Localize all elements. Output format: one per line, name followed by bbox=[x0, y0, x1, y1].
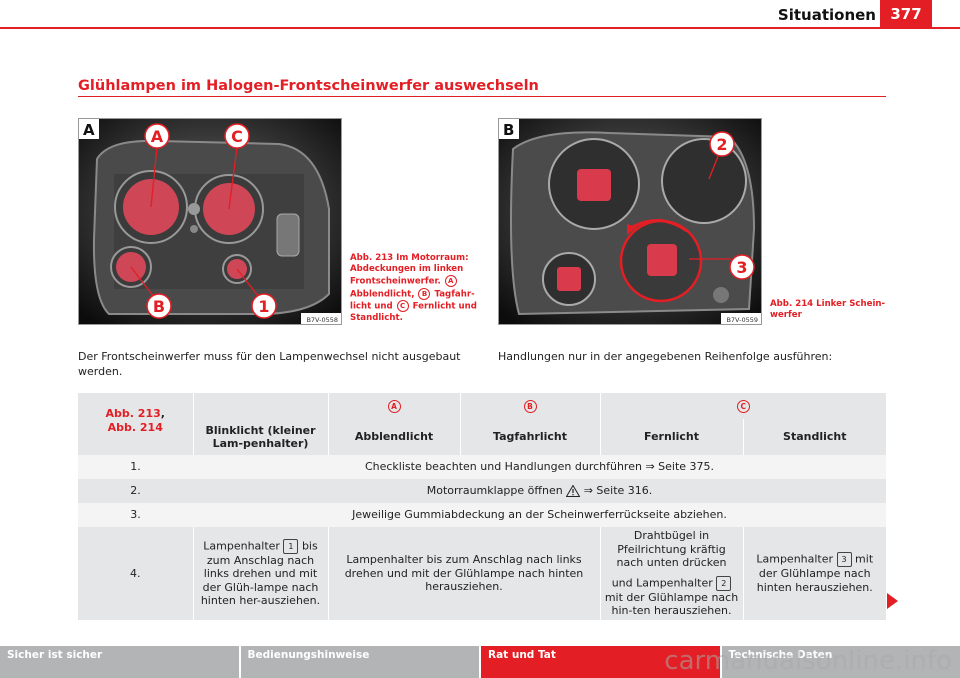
footer-nav: Sicher ist sicher Bedienungshinweise Rat… bbox=[0, 646, 960, 678]
circle-c-icon: C bbox=[736, 399, 750, 413]
step-standlicht: Lampenhalter 3 mit der Glühlampe nach hi… bbox=[742, 527, 886, 620]
circle-c-icon: C bbox=[396, 300, 409, 312]
label-3: 3 bbox=[736, 258, 747, 277]
step-abblend-tagfahr: Lampenhalter bis zum Anschlag nach links… bbox=[327, 527, 600, 620]
step-number: 3. bbox=[130, 508, 141, 522]
step-text: Jeweilige Gummiabdeckung an der Scheinwe… bbox=[352, 508, 727, 522]
figure-a-letter: A bbox=[83, 121, 95, 139]
figure-reference-cell: Abb. 213, Abb. 214 bbox=[78, 393, 193, 455]
label-2: 2 bbox=[716, 135, 727, 154]
step-fernlicht: Drahtbügel in Pfeilrichtung kräftig nach… bbox=[599, 527, 743, 620]
figure-a-caption: Abb. 213 Im Motorraum: Abdeckungen im li… bbox=[350, 253, 477, 323]
footer-tab-sicher[interactable]: Sicher ist sicher bbox=[0, 646, 239, 678]
steps-table: Abb. 213, Abb. 214 A B C Blinklicht (kle… bbox=[78, 393, 886, 620]
figure-b-left-headlight: B 2 3 B7V-0559 bbox=[498, 118, 762, 325]
figure-a-code: B7V-0558 bbox=[306, 316, 338, 324]
header-rule bbox=[0, 27, 960, 29]
figure-b-code: B7V-0559 bbox=[726, 316, 758, 324]
table-row: 2. Motorraumklappe öffnen ⇒ Seite 316. bbox=[78, 479, 886, 503]
number-3-icon: 3 bbox=[836, 552, 852, 568]
label-1: 1 bbox=[258, 297, 269, 316]
circle-b-icon: B bbox=[523, 399, 537, 413]
col-header-blinklicht: Blinklicht (kleiner Lam-penhalter) bbox=[192, 419, 328, 455]
col-header-tagfahrlicht: Tagfahrlicht bbox=[459, 419, 600, 455]
footer-tab-rat-und-tat[interactable]: Rat und Tat bbox=[479, 646, 720, 678]
section-title: Glühlampen im Halogen-Frontscheinwerfer … bbox=[78, 78, 539, 94]
label-b: B bbox=[153, 297, 165, 316]
label-c: C bbox=[231, 127, 243, 146]
circle-a-icon: A bbox=[444, 275, 457, 287]
figure-b-caption: Abb. 214 Linker Schein- werfer bbox=[770, 299, 886, 320]
reference-abb-213: Abb. 213 bbox=[105, 407, 161, 420]
page-number: 377 bbox=[880, 0, 932, 28]
chapter-title: Situationen bbox=[777, 6, 876, 24]
intro-text-left: Der Frontscheinwerfer muss für den Lampe… bbox=[78, 350, 461, 378]
intro-text-right: Handlungen nur in der angegebenen Reihen… bbox=[498, 350, 833, 363]
reference-abb-214: Abb. 214 bbox=[107, 420, 163, 434]
col-header-fernlicht: Fernlicht bbox=[599, 419, 743, 455]
table-row: 1. Checkliste beachten und Handlungen du… bbox=[78, 455, 886, 479]
number-1-icon: 1 bbox=[283, 538, 299, 554]
next-page-arrow-icon[interactable] bbox=[887, 593, 898, 609]
table-row: 3. Jeweilige Gummiabdeckung an der Schei… bbox=[78, 503, 886, 527]
col-header-standlicht: Standlicht bbox=[742, 419, 886, 455]
label-a: A bbox=[151, 127, 164, 146]
footer-tab-technische-daten[interactable]: Technische Daten bbox=[719, 646, 960, 678]
circle-b-icon: B bbox=[418, 287, 431, 300]
warning-triangle-icon bbox=[565, 484, 581, 498]
figure-a-headlight-rear: A A C B 1 B7V-0558 bbox=[78, 118, 342, 325]
section-rule bbox=[78, 96, 886, 97]
watermark: carmanualsonline.info bbox=[664, 646, 952, 676]
step-number: 1. bbox=[130, 460, 141, 474]
circle-a-icon: A bbox=[387, 399, 401, 413]
step-text: Checkliste beachten und Handlungen durch… bbox=[364, 460, 715, 474]
footer-tab-bedienung[interactable]: Bedienungshinweise bbox=[238, 646, 479, 678]
col-header-abblendlicht: Abblendlicht bbox=[327, 419, 460, 455]
number-2-icon: 2 bbox=[716, 575, 732, 591]
table-row: 4. Lampenhalter 1 bis zum Anschlag nach … bbox=[78, 527, 886, 620]
step-number: 2. bbox=[130, 484, 141, 498]
step-text: Motorraumklappe öffnen ⇒ Seite 316. bbox=[426, 484, 653, 498]
step-number: 4. bbox=[130, 566, 141, 580]
step-blinklicht: Lampenhalter 1 bis zum Anschlag nach lin… bbox=[192, 527, 328, 620]
figure-b-letter: B bbox=[503, 121, 514, 139]
